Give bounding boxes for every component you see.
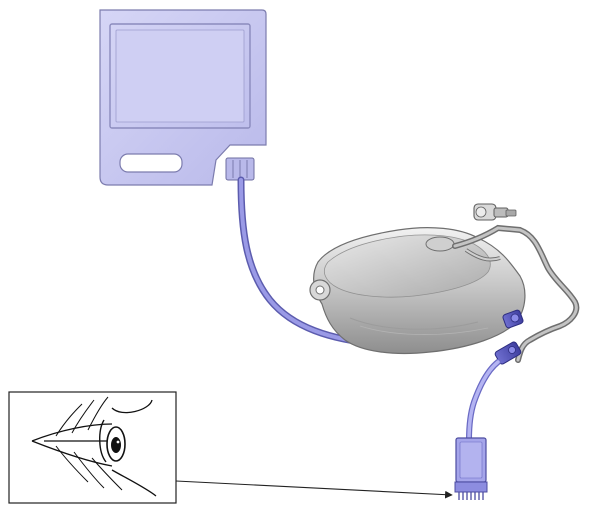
module-face-panel — [109, 23, 251, 129]
tank-top-surface — [324, 234, 491, 298]
inspection-callout — [8, 391, 177, 504]
arrow-icon — [175, 480, 453, 499]
sensor-plug — [454, 437, 488, 500]
tank-port — [425, 236, 455, 252]
control-module — [99, 9, 267, 186]
tank-outlet-connector — [502, 309, 524, 329]
callout-frame — [8, 391, 177, 504]
vent-fitting — [473, 203, 517, 221]
reservoir-tank — [309, 227, 526, 355]
module-mounting-slot — [119, 153, 183, 173]
vent-line — [452, 203, 580, 363]
sensor-lead — [466, 359, 501, 443]
inline-connector — [494, 341, 522, 365]
module-face-inner — [115, 29, 245, 123]
eye-icon — [31, 396, 157, 497]
